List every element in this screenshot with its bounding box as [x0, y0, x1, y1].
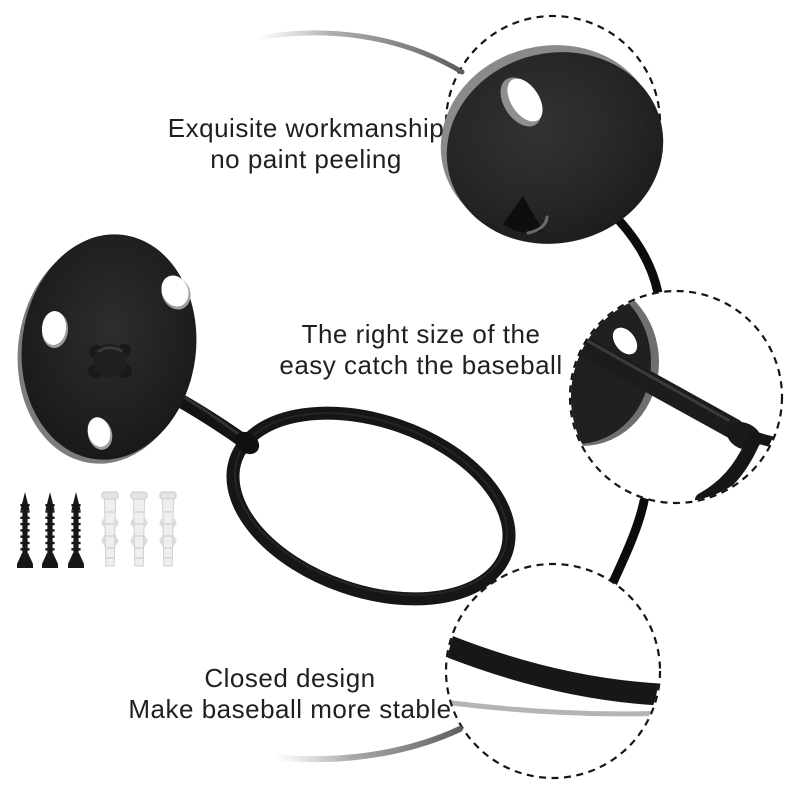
caption-closed-design-line1: Closed design: [204, 663, 376, 693]
caption-closed-design: Closed design Make baseball more stable: [110, 663, 470, 725]
wall-anchors: [101, 491, 177, 567]
ring-detail-graphic: [447, 633, 659, 717]
wall-anchor: [130, 491, 148, 567]
wall-plate: [17, 234, 197, 464]
plate-detail-graphic: [440, 45, 664, 244]
wall-anchor: [101, 491, 119, 567]
screws: [17, 492, 84, 568]
holder-ring: [226, 406, 516, 606]
caption-workmanship-line2: no paint peeling: [210, 144, 402, 174]
caption-closed-design-line2: Make baseball more stable: [128, 694, 452, 724]
leader-line-top: [255, 30, 465, 75]
screw: [42, 492, 58, 568]
caption-workmanship: Exquisite workmanship no paint peeling: [126, 113, 486, 175]
caption-workmanship-line1: Exquisite workmanship: [167, 113, 445, 143]
screw: [68, 492, 84, 568]
wall-anchor: [159, 491, 177, 567]
leader-line-bottom: [273, 726, 463, 763]
caption-right-size-line2: easy catch the baseball: [279, 350, 563, 380]
caption-right-size: The right size of the easy catch the bas…: [241, 319, 601, 381]
screw: [17, 492, 33, 568]
baseball-holder-product: [17, 234, 516, 606]
center-boss: [88, 344, 132, 378]
caption-right-size-line1: The right size of the: [301, 319, 541, 349]
